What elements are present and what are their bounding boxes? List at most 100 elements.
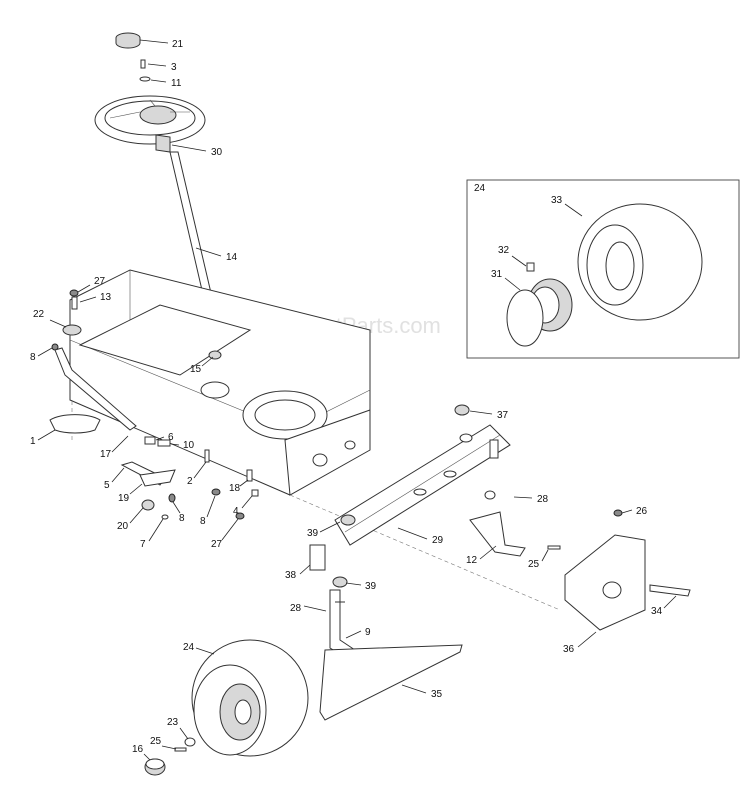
- callout-18: 18: [229, 483, 241, 494]
- callout-20: 20: [117, 521, 129, 532]
- leader-line-19: [129, 483, 143, 495]
- leader-line-16: [143, 753, 151, 761]
- leader-line-34: [663, 595, 677, 609]
- callout-34: 34: [651, 606, 663, 617]
- front-axle-assembly: [309, 404, 691, 721]
- frame-opening-inner: [254, 399, 316, 431]
- leader-line-6: [155, 436, 165, 441]
- callout-26: 26: [636, 506, 648, 517]
- leader-line-36: [577, 631, 597, 648]
- leader-line-18: [239, 479, 249, 487]
- front-hub: [234, 699, 252, 725]
- tie-rod-35-part: [319, 644, 463, 721]
- axle-slot-1: [413, 488, 427, 496]
- steering-wheel-spokes: [109, 99, 190, 119]
- callout-23: 23: [167, 717, 179, 728]
- callout-29: 29: [432, 535, 444, 546]
- spindle-12-part: [469, 511, 526, 557]
- callout-39: 39: [307, 528, 319, 539]
- callout-27: 27: [94, 276, 106, 287]
- callout-31: 31: [491, 269, 503, 280]
- washer-23-part: [184, 737, 196, 747]
- callout-11: 11: [171, 78, 182, 89]
- bolt-4-part: [251, 489, 259, 497]
- callout-4: 4: [233, 506, 239, 517]
- leader-line-30: [171, 144, 207, 152]
- pinion-15-part: [208, 350, 222, 360]
- front-wheel-assembly: [144, 639, 309, 776]
- leader-line-31: [504, 277, 521, 291]
- leader-line-1: [37, 429, 56, 441]
- spacer-38-part: [309, 544, 326, 571]
- pin-25a-part: [547, 545, 561, 550]
- callout-16: 16: [132, 744, 144, 755]
- axle-pin-part: [489, 439, 499, 459]
- bracket-19-part: [139, 469, 176, 487]
- sector-gear-1-part: [49, 414, 101, 434]
- leader-line-33: [564, 203, 583, 217]
- leader-line-8: [37, 347, 53, 357]
- leader-line-26: [621, 509, 633, 514]
- leader-line-35: [401, 684, 427, 694]
- leader-line-21: [139, 39, 169, 44]
- inset-frame: [466, 179, 740, 359]
- callout-37: 37: [497, 410, 509, 421]
- callout-27: 27: [211, 539, 223, 550]
- bolt-13-part: [71, 296, 78, 310]
- leader-line-39: [345, 582, 362, 586]
- inset-valve: [526, 262, 535, 272]
- leader-line-7: [148, 518, 164, 542]
- steering-cap-side: [115, 38, 141, 49]
- callout-25: 25: [150, 736, 162, 747]
- leader-line-15: [201, 356, 214, 367]
- frame-front: [284, 409, 371, 496]
- callout-22: 22: [33, 309, 45, 320]
- leader-line-9: [345, 630, 362, 639]
- nut-26-part: [613, 509, 623, 517]
- leader-line-28: [513, 496, 533, 499]
- bushing-39a-part: [340, 514, 356, 526]
- bolt-part: [140, 59, 146, 69]
- pin-7-part: [161, 514, 169, 520]
- callout-7: 7: [140, 539, 146, 550]
- bushing-22-part: [62, 324, 82, 336]
- bushing-39b-part: [332, 576, 348, 588]
- leader-line-14: [195, 247, 222, 257]
- leader-line-27: [221, 518, 239, 541]
- bushing-37-part: [454, 404, 470, 416]
- callout-3: 3: [171, 62, 177, 73]
- hubcap-16-top: [145, 758, 165, 770]
- callout-1: 1: [30, 436, 36, 447]
- leader-line-11: [150, 79, 167, 83]
- frame-assembly: [69, 269, 561, 611]
- callout-13: 13: [100, 292, 112, 303]
- pin-25b-part: [174, 747, 187, 752]
- leader-line-24: [195, 647, 215, 655]
- frame-front-hole-2: [344, 440, 356, 450]
- leader-line-12: [479, 545, 497, 560]
- leader-line-8: [206, 495, 216, 518]
- leader-line-8: [172, 501, 181, 514]
- leader-line-17: [111, 435, 129, 453]
- callout-28: 28: [537, 494, 549, 505]
- axle-bracket-hole: [602, 581, 622, 599]
- leader-line-5: [111, 467, 125, 483]
- leader-line-2: [193, 461, 207, 479]
- nut-27b-part: [235, 512, 245, 520]
- callout-14: 14: [226, 252, 238, 263]
- callout-17: 17: [100, 449, 112, 460]
- bushing-28a-part: [484, 490, 496, 500]
- steering-linkage: [49, 289, 259, 520]
- callout-5: 5: [104, 480, 110, 491]
- callout-21: 21: [172, 39, 184, 50]
- leader-line-25: [541, 549, 549, 562]
- leader-line-32: [511, 255, 527, 267]
- steering-adapter-part: [155, 134, 171, 153]
- leader-line-10: [170, 443, 180, 446]
- inset-label: 24: [474, 183, 486, 194]
- drag-link-17-part: [54, 347, 137, 431]
- callout-8: 8: [179, 513, 185, 524]
- callout-9: 9: [365, 627, 371, 638]
- callout-24: 24: [183, 642, 195, 653]
